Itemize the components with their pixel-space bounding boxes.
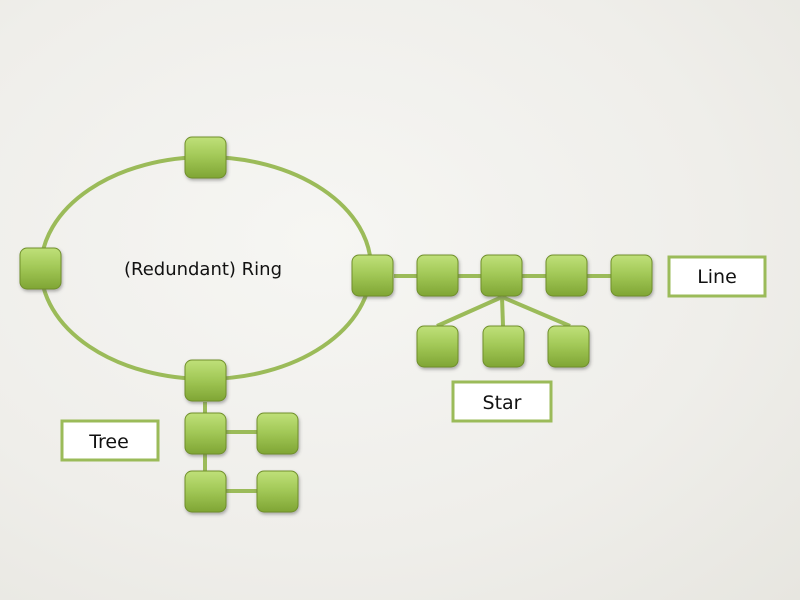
line-label-box: Line (667, 255, 767, 298)
tree-node-1[interactable] (184, 412, 227, 455)
tree-node-1-child[interactable] (256, 412, 299, 455)
tree-label: Tree (88, 431, 129, 453)
line-node-4[interactable] (545, 254, 588, 297)
line-label: Line (697, 266, 737, 288)
tree-node-2[interactable] (184, 470, 227, 513)
star-link (500, 296, 505, 327)
ring-node-left[interactable] (19, 247, 62, 290)
star-label-box: Star (451, 380, 553, 423)
line-node-5[interactable] (610, 254, 653, 297)
star-node-3[interactable] (547, 325, 590, 368)
ring-node-bottom[interactable] (184, 359, 227, 402)
tree-node-2-child[interactable] (256, 470, 299, 513)
line-node-2[interactable] (416, 254, 459, 297)
star-node-1[interactable] (416, 325, 459, 368)
star-link (436, 295, 503, 328)
tree-label-box: Tree (60, 419, 160, 462)
ring-label: (Redundant) Ring (124, 259, 282, 280)
star-link (501, 295, 571, 328)
star-node-2[interactable] (482, 325, 525, 368)
line-node-3[interactable] (480, 254, 523, 297)
ring-node-top[interactable] (184, 136, 227, 179)
ring-node-right[interactable] (351, 254, 394, 297)
star-label: Star (483, 392, 522, 414)
